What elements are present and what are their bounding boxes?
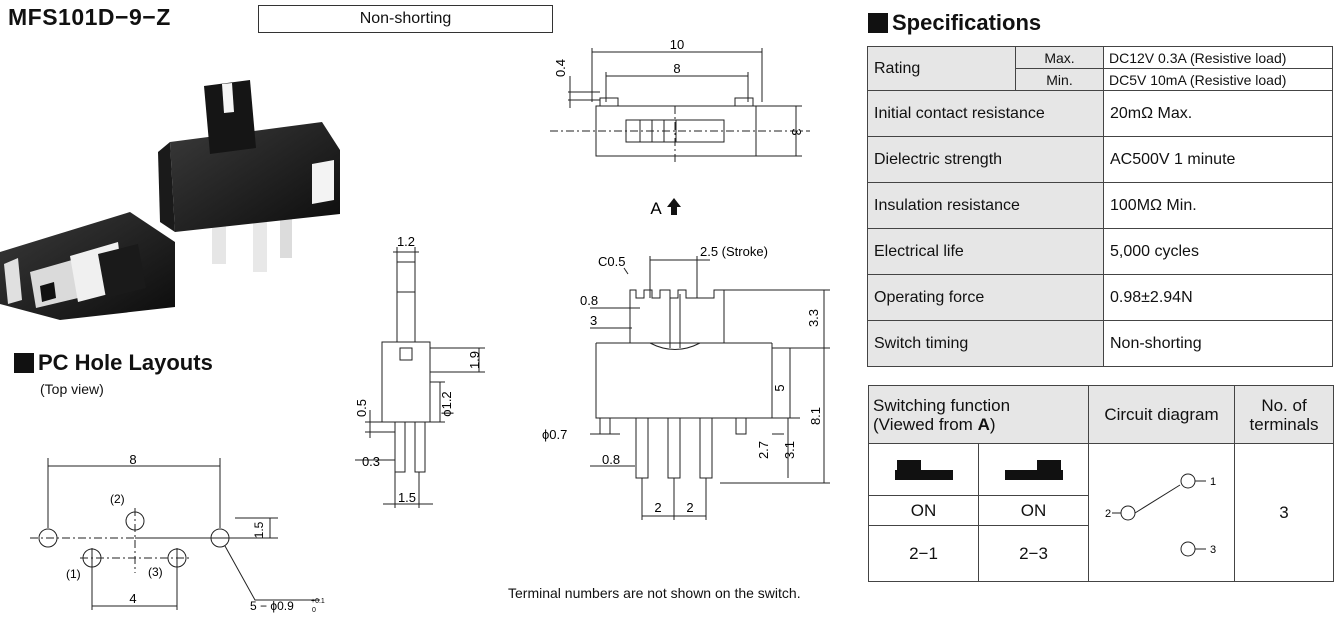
pc-dim-hole-tol-lower: 0 <box>312 607 316 614</box>
pc-dim-width: 8 <box>129 452 136 467</box>
top-view-drawing: 10 8 0.4 3 A <box>550 37 810 218</box>
actuator-position-right-icon <box>978 443 1089 496</box>
state-on-right: ON <box>978 495 1089 526</box>
spec-label: Initial contact resistance <box>867 90 1104 137</box>
side-dim-5: 0.3 <box>362 454 380 469</box>
table-row: Switching function (Viewed from A) Circu… <box>868 385 1334 444</box>
switching-function-header: Switching function (Viewed from A) <box>868 385 1089 444</box>
terminal-note: Terminal numbers are not shown on the sw… <box>508 585 801 601</box>
table-row: 2 1 3 3 <box>868 443 1334 582</box>
front-dim-08b: 0.8 <box>602 452 620 467</box>
front-dim-3: 3 <box>590 313 597 328</box>
pc-dim-pitch: 4 <box>129 591 136 606</box>
spec-label: Operating force <box>867 274 1104 321</box>
section-marker-icon <box>14 353 34 373</box>
spec-value: 20mΩ Max. <box>1103 90 1333 137</box>
section-marker-icon <box>868 13 888 33</box>
spec-value: Non-shorting <box>1103 320 1333 367</box>
pin-label-2: (2) <box>110 492 125 506</box>
top-dim-total: 10 <box>670 37 684 52</box>
table-row: Min. DC5V 10mA (Resistive load) <box>868 68 1333 91</box>
pc-hole-drawing: 8 4 1.5 5 − ϕ0.9 +0.1 0 (1) (2) (3) <box>30 452 325 614</box>
front-dim-phi07: ϕ0.7 <box>542 427 567 442</box>
spdt-circuit-icon: 2 1 3 <box>1105 473 1216 557</box>
side-dim-6: 1.5 <box>398 490 416 505</box>
spec-value: AC500V 1 minute <box>1103 136 1333 183</box>
circuit-pin-3: 3 <box>1210 544 1216 556</box>
switch-type-box: Non-shorting <box>258 5 553 33</box>
front-dim-pitch-1: 2 <box>654 500 661 515</box>
rating-min-value: DC5V 10mA (Resistive load) <box>1103 68 1333 91</box>
top-dim-inner: 8 <box>673 61 680 76</box>
state-pins-right: 2−3 <box>978 525 1089 582</box>
front-dim-stroke: 2.5 (Stroke) <box>700 244 768 259</box>
specifications-title: Specifications <box>868 10 1041 36</box>
pc-hole-subtitle: (Top view) <box>40 381 104 397</box>
front-dim-08a: 0.8 <box>580 293 598 308</box>
front-dim-81: 8.1 <box>808 407 823 425</box>
spec-value: 100MΩ Min. <box>1103 182 1333 229</box>
front-dim-27: 2.7 <box>756 441 771 459</box>
front-dim-31: 3.1 <box>782 441 797 459</box>
front-dim-5: 5 <box>772 384 787 391</box>
spec-value: 0.98±2.94N <box>1103 274 1333 321</box>
terminal-count: 3 <box>1234 443 1334 582</box>
rating-min-label: Min. <box>1015 68 1104 91</box>
side-dim-4: 0.5 <box>354 399 369 417</box>
circuit-pin-2: 2 <box>1105 508 1111 520</box>
circuit-pin-1: 1 <box>1210 476 1216 488</box>
state-on-left: ON <box>868 495 979 526</box>
pc-dim-hole-tol-upper: +0.1 <box>311 598 325 605</box>
table-row: Rating Max. DC12V 0.3A (Resistive load) <box>867 46 1333 91</box>
rating-max-value: DC12V 0.3A (Resistive load) <box>1103 46 1333 69</box>
table-row: ON ON <box>868 495 1334 526</box>
pin-label-3: (3) <box>148 565 163 579</box>
state-pins-left: 2−1 <box>868 525 979 582</box>
top-dim-height: 3 <box>789 128 804 135</box>
spec-label: Insulation resistance <box>867 182 1104 229</box>
view-arrow-icon <box>667 198 681 215</box>
spec-label: Electrical life <box>867 228 1104 275</box>
side-dim-3: ϕ1.2 <box>439 391 454 416</box>
pc-dim-hole: 5 − ϕ0.9 <box>250 599 294 613</box>
rating-max-label: Max. <box>1015 46 1104 69</box>
product-photo <box>0 80 340 320</box>
pin-label-1: (1) <box>66 567 81 581</box>
spec-label: Switch timing <box>867 320 1104 367</box>
front-dim-pitch-2: 2 <box>686 500 693 515</box>
actuator-position-left-icon <box>868 443 979 496</box>
front-dim-c05: C0.5 <box>598 254 625 269</box>
side-dim-1: 1.2 <box>397 234 415 249</box>
top-dim-edge: 0.4 <box>553 59 568 77</box>
circuit-diagram-header: Circuit diagram <box>1088 385 1235 444</box>
rating-label: Rating <box>867 46 1016 91</box>
model-number: MFS101D−9−Z <box>8 4 171 30</box>
spec-label: Dielectric strength <box>867 136 1104 183</box>
specifications-table: Rating Max. DC12V 0.3A (Resistive load) … <box>867 46 1333 367</box>
switching-table: Switching function (Viewed from A) Circu… <box>868 385 1334 582</box>
front-dim-33: 3.3 <box>806 309 821 327</box>
front-view-drawing: C0.5 2.5 (Stroke) 0.8 3 3.3 5 8.1 ϕ0.7 2… <box>542 244 830 520</box>
circuit-diagram: 2 1 3 <box>1088 443 1235 582</box>
pc-hole-title: PC Hole Layouts <box>14 350 213 376</box>
side-dim-2: 1.9 <box>467 351 482 369</box>
table-row: 2−1 2−3 <box>868 525 1334 582</box>
view-label-a: A <box>650 199 662 218</box>
side-view-drawing: 1.2 1.9 ϕ1.2 0.5 0.3 1.5 <box>354 234 485 508</box>
spec-value: 5,000 cycles <box>1103 228 1333 275</box>
pc-dim-offset: 1.5 <box>252 521 266 538</box>
